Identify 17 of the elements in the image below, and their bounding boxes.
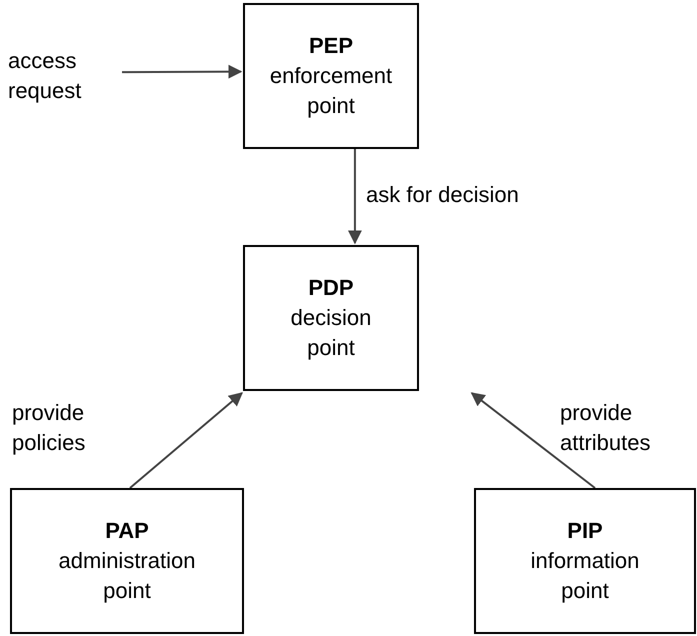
- arrow: [348, 149, 362, 244]
- box-text: information point: [530, 547, 640, 605]
- box-text: administration point: [58, 547, 196, 605]
- box-text: enforcement point: [268, 62, 394, 120]
- box-title: PIP: [566, 517, 604, 545]
- process-box: [474, 488, 696, 634]
- box-title: PEP: [308, 32, 354, 60]
- box-text: decision point: [290, 304, 372, 362]
- arrow: [470, 392, 596, 489]
- process-box: [243, 3, 419, 149]
- arrow: [122, 64, 242, 79]
- process-box: [243, 245, 419, 391]
- arrow: [129, 392, 243, 489]
- box-title: PAP: [104, 517, 150, 545]
- text-label: access request: [8, 44, 108, 108]
- box-title: PDP: [307, 274, 355, 302]
- process-box: [10, 488, 244, 634]
